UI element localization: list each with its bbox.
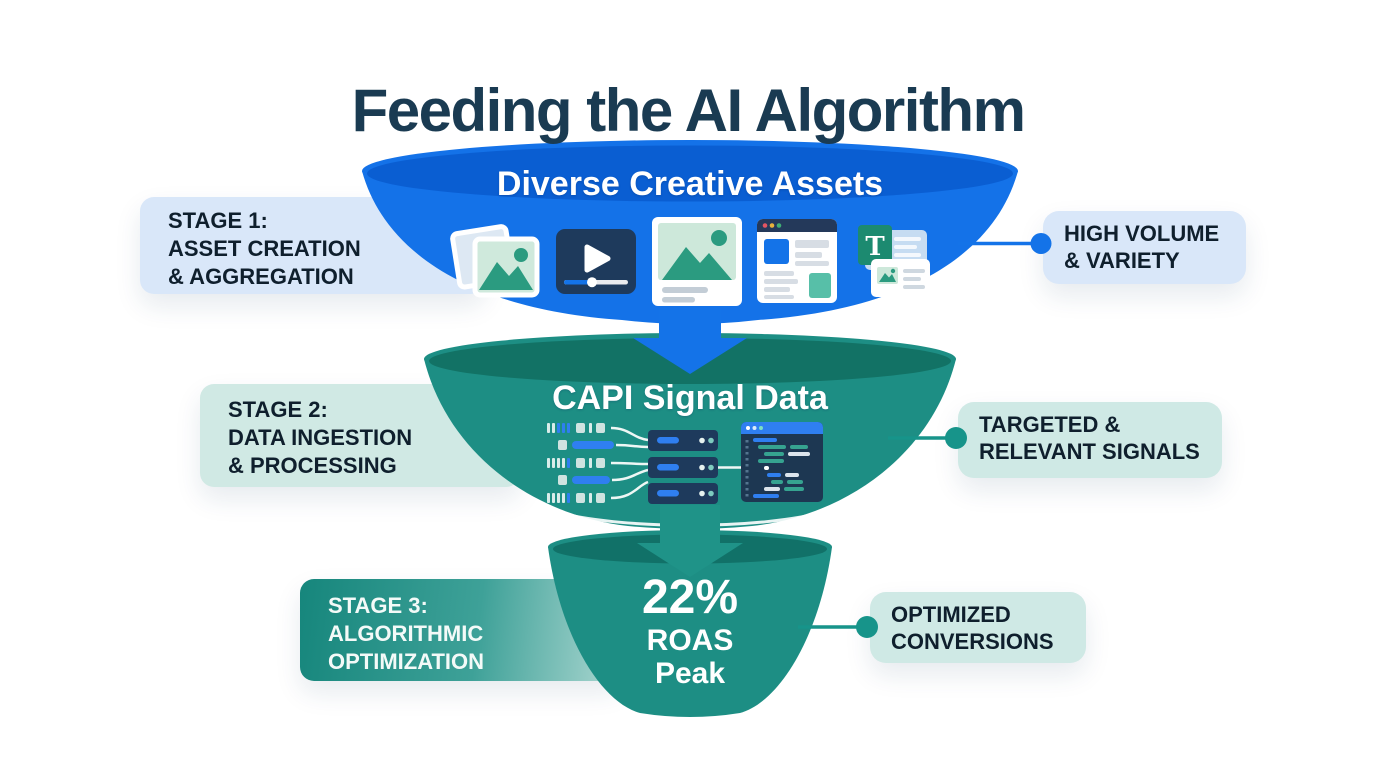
text-tile-letter: T [865, 232, 885, 262]
arrow-down-blue-icon [633, 308, 747, 374]
browser-page-icon [756, 219, 837, 303]
stage2-heading: CAPI Signal Data [552, 379, 828, 417]
stage3-label-line2: ALGORITHMIC [328, 621, 484, 646]
stage3-callout: OPTIMIZED CONVERSIONS [870, 592, 1086, 663]
stage2-label-line1: STAGE 2: [228, 397, 328, 422]
stage2-callout-line2: RELEVANT SIGNALS [979, 439, 1200, 464]
stage1-callout: HIGH VOLUME & VARIETY [1043, 211, 1246, 284]
stage1-callout-line2: & VARIETY [1064, 248, 1180, 273]
photo-stack-icon [450, 223, 540, 297]
code-window-icon [741, 422, 823, 502]
roas-peak-label: Peak [654, 657, 726, 690]
stage1-label-line1: STAGE 1: [168, 208, 268, 233]
stage1-label-line3: & AGGREGATION [168, 264, 354, 289]
page-title: Feeding the AI Algorithm [351, 77, 1026, 145]
stage2-label-line3: & PROCESSING [228, 453, 397, 478]
stage3-label-line1: STAGE 3: [328, 593, 428, 618]
binary-data-icon [547, 423, 614, 503]
stage1-heading: Diverse Creative Assets [496, 165, 884, 203]
stage2-label-line2: DATA INGESTION [228, 425, 413, 450]
creative-asset-icons: T [448, 214, 930, 308]
stage1-callout-line1: HIGH VOLUME [1064, 221, 1220, 246]
roas-label: ROAS [646, 624, 734, 657]
stage1-label-line2: ASSET CREATION [168, 236, 361, 261]
funnel-waist-highlight [551, 509, 829, 527]
stage1-connector [958, 233, 1052, 254]
arrow-down-teal-icon [637, 505, 743, 577]
signal-data-illustration [545, 416, 825, 508]
image-card-icon [651, 216, 742, 306]
stage3-callout-line2: CONVERSIONS [891, 629, 1054, 654]
stage3-metric: 22% ROAS Peak [352, 571, 1028, 691]
stage2-connector [888, 427, 967, 449]
video-player-icon [556, 228, 637, 294]
stage3-label-line3: OPTIMIZATION [328, 649, 485, 674]
stage1-label: STAGE 1: ASSET CREATION & AGGREGATION [140, 197, 485, 294]
stage3-callout-line1: OPTIMIZED [891, 602, 1011, 627]
stage2-callout: TARGETED & RELEVANT SIGNALS [958, 402, 1222, 478]
server-stack-icon [648, 430, 718, 504]
roas-value: 22% [641, 571, 739, 624]
stage2-callout-line1: TARGETED & [979, 412, 1121, 437]
text-ad-icon: T [858, 225, 930, 297]
